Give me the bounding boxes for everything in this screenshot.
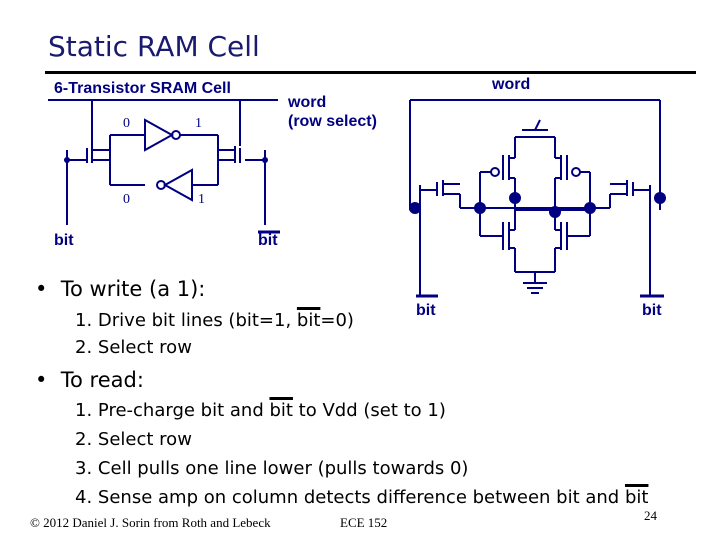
bitbar-label-left: bit	[258, 232, 278, 249]
right-node-dot-left	[474, 202, 486, 214]
right-node-dot-right	[584, 202, 596, 214]
right-sram-cell	[409, 99, 661, 295]
bit-label-left: bit	[54, 232, 74, 249]
write-step-1-bitbar: bit	[296, 310, 321, 331]
write-step-1-text: Drive bit lines (bit=1,	[97, 310, 297, 331]
bit-label-right: bit	[416, 302, 436, 319]
page-title: Static RAM Cell	[48, 30, 260, 63]
title-rule	[45, 71, 696, 74]
node-label-bottom-left: 0	[123, 192, 130, 207]
word-row-select-line1: word	[288, 94, 327, 111]
footer-course: ECE 152	[340, 515, 388, 530]
read-step-3-text: Cell pulls one line lower (pulls towards…	[97, 458, 469, 479]
read-step-2: 2. Select row	[75, 429, 192, 450]
write-step-2: 2. Select row	[75, 337, 192, 358]
node-label-bottom-right: 1	[198, 192, 205, 207]
right-word-dot-left	[409, 202, 421, 214]
read-step-2-num: 2.	[75, 429, 93, 450]
read-step-1: 1. Pre-charge bit and bit to Vdd (set to…	[75, 400, 446, 421]
read-step-1-text: Pre-charge bit and	[97, 400, 270, 421]
read-step-3: 3. Cell pulls one line lower (pulls towa…	[75, 458, 468, 479]
read-step-4: 4. Sense amp on column detects differenc…	[75, 487, 648, 508]
left-sram-cell	[48, 99, 278, 225]
page-number: 24	[644, 508, 657, 523]
bitbar-label-right: bit	[642, 302, 662, 319]
word-label-right: word	[492, 76, 531, 93]
read-step-4-bitbar: bit	[624, 487, 649, 508]
read-step-1-num: 1.	[75, 400, 93, 421]
read-step-4-num: 4.	[75, 487, 93, 508]
footer-copyright: © 2012 Daniel J. Sorin from Roth and Leb…	[30, 515, 271, 530]
read-heading-text: To read:	[60, 368, 144, 392]
write-step-1: 1. Drive bit lines (bit=1, bit=0)	[75, 310, 354, 331]
read-step-2-text: Select row	[97, 429, 192, 450]
write-step-1-after: =0)	[320, 310, 354, 331]
read-step-3-num: 3.	[75, 458, 93, 479]
node-label-top-left: 0	[123, 116, 130, 131]
node-label-top-right: 1	[195, 116, 202, 131]
write-step-1-num: 1.	[75, 310, 93, 331]
write-heading-text: To write (a 1):	[60, 277, 206, 301]
read-step-1-after: to Vdd (set to 1)	[292, 400, 446, 421]
read-step-1-bitbar: bit	[269, 400, 293, 421]
left-bitbar-junction	[262, 157, 268, 163]
read-step-4-text: Sense amp on column detects difference b…	[97, 487, 625, 508]
right-word-dot-right	[654, 192, 666, 204]
right-node-dot-pmos-right	[549, 206, 561, 218]
write-heading: • To write (a 1):	[35, 277, 206, 301]
read-heading: • To read:	[35, 368, 144, 392]
write-step-2-num: 2.	[75, 337, 93, 358]
sram-cell-label: 6-Transistor SRAM Cell	[54, 80, 231, 97]
word-row-select-line2: (row select)	[288, 113, 377, 130]
write-step-2-text: Select row	[97, 337, 192, 358]
right-node-dot-pmos-left	[509, 192, 521, 204]
left-bit-junction	[64, 157, 70, 163]
